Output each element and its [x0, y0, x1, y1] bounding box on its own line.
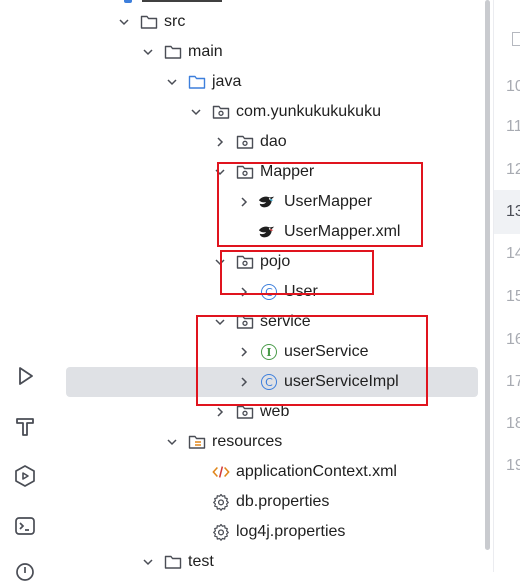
- tree-row-web[interactable]: web: [50, 397, 482, 427]
- mybatis-bird-xml-icon: [258, 223, 276, 241]
- line-number: 11: [506, 118, 520, 135]
- tree-row-userservice[interactable]: I userService: [50, 337, 482, 367]
- build-hammer-icon[interactable]: [10, 411, 40, 441]
- services-icon[interactable]: [10, 461, 40, 491]
- chevron-down-icon[interactable]: [213, 165, 227, 179]
- tree-node-label: userService: [284, 343, 369, 360]
- scrollbar-thumb[interactable]: [485, 0, 490, 550]
- editor-gutter: 10 11 12 13 14 15 16 17 18 19: [494, 0, 520, 572]
- line-number: 16: [506, 331, 520, 348]
- problems-icon[interactable]: [10, 557, 40, 587]
- tree-node-label: applicationContext.xml: [236, 463, 397, 480]
- tree-node-label: com.yunkukukukuku: [236, 103, 381, 120]
- tree-row-usermapper-xml[interactable]: UserMapper.xml: [50, 217, 482, 247]
- tree-node-label: main: [188, 43, 223, 60]
- tree-row-resources[interactable]: resources: [50, 427, 482, 457]
- properties-file-icon: [212, 493, 230, 511]
- line-number: 18: [506, 415, 520, 432]
- tree-node-label: java: [212, 73, 242, 90]
- tree-row-applicationcontext-xml[interactable]: applicationContext.xml: [50, 457, 482, 487]
- chevron-down-icon[interactable]: [141, 555, 155, 569]
- properties-file-icon: [212, 523, 230, 541]
- tree-row-root-package[interactable]: com.yunkukukukuku: [50, 97, 482, 127]
- tree-row-log4j-properties[interactable]: log4j.properties: [50, 517, 482, 547]
- current-line-highlight: [494, 190, 520, 234]
- tree-node-label: test: [188, 553, 214, 570]
- tree-node-label: db.properties: [236, 493, 330, 510]
- package-icon: [212, 103, 230, 121]
- tree-node-label: User: [284, 283, 318, 300]
- module-label-partial: [142, 0, 222, 2]
- tree-node-label: log4j.properties: [236, 523, 346, 540]
- tree-row-mapper[interactable]: Mapper: [50, 157, 482, 187]
- tree-row-db-properties[interactable]: db.properties: [50, 487, 482, 517]
- tree-node-label: UserMapper: [284, 193, 373, 210]
- tree-node-label: src: [164, 13, 186, 30]
- class-icon: C: [260, 283, 278, 301]
- line-number: 15: [506, 288, 520, 305]
- package-icon: [236, 253, 254, 271]
- line-number: 17: [506, 373, 520, 390]
- line-number-current: 13: [506, 203, 520, 220]
- mybatis-bird-icon: [258, 193, 276, 211]
- line-number: 14: [506, 245, 520, 262]
- chevron-down-icon[interactable]: [213, 315, 227, 329]
- chevron-down-icon[interactable]: [141, 45, 155, 59]
- tree-row-main[interactable]: main: [50, 37, 482, 67]
- chevron-down-icon[interactable]: [213, 255, 227, 269]
- chevron-right-icon[interactable]: [213, 405, 227, 419]
- project-tree: src main java com.yunkukukukuku dao Mapp…: [50, 0, 482, 572]
- run-icon[interactable]: [10, 361, 40, 391]
- resources-folder-icon: [188, 433, 206, 451]
- terminal-icon[interactable]: [10, 511, 40, 541]
- tree-row-usermapper[interactable]: UserMapper: [50, 187, 482, 217]
- tree-row-src[interactable]: src: [50, 7, 482, 37]
- chevron-down-icon[interactable]: [165, 435, 179, 449]
- tree-row-pojo[interactable]: pojo: [50, 247, 482, 277]
- tree-row-service[interactable]: service: [50, 307, 482, 337]
- chevron-right-icon[interactable]: [237, 285, 251, 299]
- chevron-down-icon[interactable]: [117, 15, 131, 29]
- source-folder-icon: [188, 73, 206, 91]
- tree-node-label: dao: [260, 133, 287, 150]
- line-number: 10: [506, 78, 520, 95]
- tree-node-label: service: [260, 313, 311, 330]
- panel-divider[interactable]: [493, 0, 494, 572]
- chevron-right-icon[interactable]: [237, 195, 251, 209]
- fold-marker-icon: [512, 32, 520, 46]
- package-icon: [236, 163, 254, 181]
- tree-node-label: resources: [212, 433, 283, 450]
- chevron-right-icon[interactable]: [237, 345, 251, 359]
- folder-icon: [164, 43, 182, 61]
- tree-row-dao[interactable]: dao: [50, 127, 482, 157]
- chevron-down-icon[interactable]: [189, 105, 203, 119]
- chevron-right-icon[interactable]: [237, 375, 251, 389]
- tree-node-label: web: [260, 403, 290, 420]
- module-icon-partial: [124, 0, 132, 3]
- xml-file-icon: [212, 463, 230, 481]
- tool-window-strip: [0, 0, 50, 581]
- folder-icon: [140, 13, 158, 31]
- interface-icon: I: [260, 343, 278, 361]
- tree-row-java[interactable]: java: [50, 67, 482, 97]
- chevron-down-icon[interactable]: [165, 75, 179, 89]
- class-icon: C: [260, 373, 278, 391]
- chevron-right-icon[interactable]: [213, 135, 227, 149]
- line-number: 19: [506, 457, 520, 474]
- tree-node-label: UserMapper.xml: [284, 223, 401, 240]
- package-icon: [236, 403, 254, 421]
- tree-row-test[interactable]: test: [50, 547, 482, 572]
- line-number: 12: [506, 161, 520, 178]
- tree-row-user[interactable]: C User: [50, 277, 482, 307]
- tree-node-label: pojo: [260, 253, 291, 270]
- package-icon: [236, 133, 254, 151]
- tree-node-label: userServiceImpl: [284, 373, 399, 390]
- tree-node-label: Mapper: [260, 163, 315, 180]
- folder-icon: [164, 553, 182, 571]
- package-icon: [236, 313, 254, 331]
- tree-row-userserviceimpl[interactable]: C userServiceImpl: [66, 367, 478, 397]
